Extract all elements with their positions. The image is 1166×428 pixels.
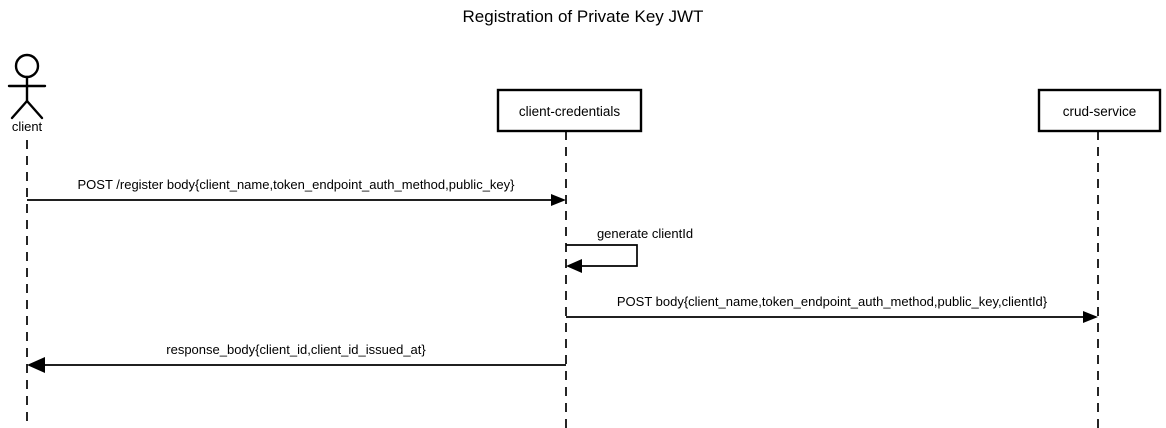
actor-right-leg-icon [25, 99, 44, 120]
actor-left-leg-icon [10, 99, 29, 120]
participant-box-client-credentials [496, 88, 643, 133]
participant-client-credentials[interactable]: client-credentials [496, 88, 643, 133]
message-post-register[interactable]: POST /register body{client_name,token_en… [27, 177, 566, 206]
arrow-head-left-icon [27, 357, 45, 373]
arrow-head-left-icon [566, 259, 582, 273]
message-label: generate clientId [597, 226, 693, 241]
arrow-head-right-icon [1083, 311, 1098, 323]
page-title: Registration of Private Key JWT [463, 7, 704, 26]
message-generate-clientid[interactable]: generate clientId [566, 226, 693, 273]
participant-client[interactable]: client [7, 53, 47, 134]
arrow-head-right-icon [551, 194, 566, 206]
message-response-body[interactable]: response_body{client_id,client_id_issued… [27, 342, 566, 373]
message-self-loop [566, 244, 638, 267]
participant-label-client-credentials: client-credentials [519, 104, 621, 119]
message-label: POST body{client_name,token_endpoint_aut… [617, 294, 1048, 309]
actor-head-icon [14, 53, 40, 79]
message-label: POST /register body{client_name,token_en… [78, 177, 516, 192]
participant-label-client: client [12, 119, 43, 134]
participant-label-crud-service: crud-service [1063, 104, 1137, 119]
participant-crud-service[interactable]: crud-service [1037, 88, 1162, 133]
message-label: response_body{client_id,client_id_issued… [166, 342, 426, 357]
participant-box-crud-service [1037, 88, 1162, 133]
message-post-body[interactable]: POST body{client_name,token_endpoint_aut… [566, 294, 1098, 323]
